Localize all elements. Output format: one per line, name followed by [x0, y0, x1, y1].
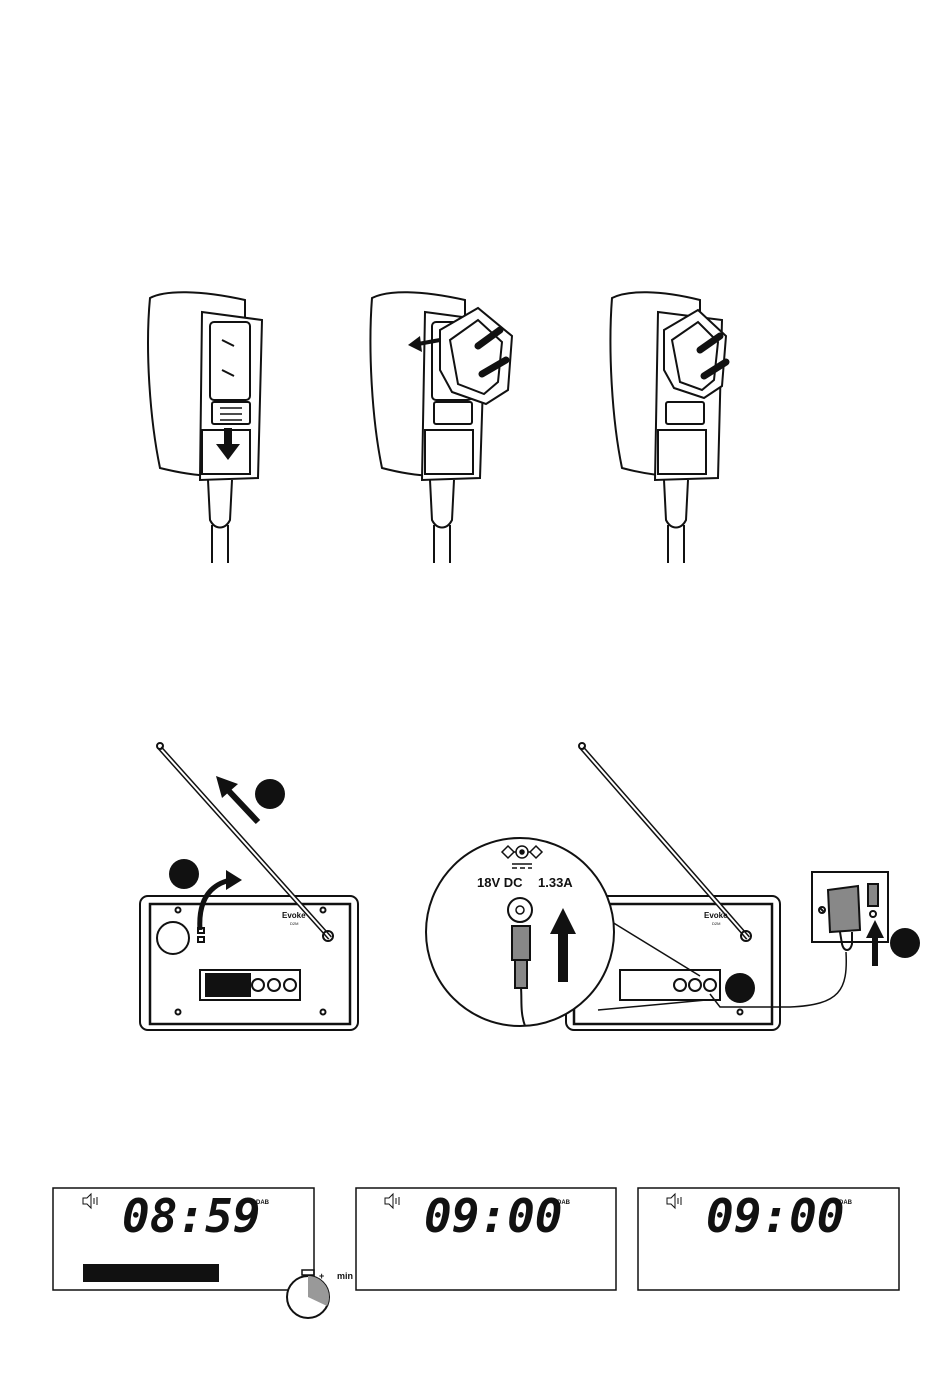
- timer-plus: +: [319, 1271, 324, 1281]
- dc-jack-zoom: [426, 838, 614, 1026]
- band-label-2: DAB: [557, 1200, 571, 1206]
- step-marker-1: [255, 779, 285, 809]
- radio-brand-right: Evoke: [704, 911, 728, 920]
- step-marker-3: [725, 973, 755, 1003]
- adapter-step-attach-plug: [370, 292, 512, 563]
- radio-brand-left: Evoke: [282, 911, 306, 920]
- progress-bar: [83, 1264, 219, 1282]
- clock-time-3: 09:00: [706, 1189, 844, 1243]
- voltage-label: 18V DC: [477, 875, 523, 890]
- step-marker-4: [890, 928, 920, 958]
- clock-time-2: 09:00: [424, 1189, 562, 1243]
- clock-time-1: 08:59: [122, 1189, 260, 1243]
- step-marker-2: [169, 859, 199, 889]
- current-label: 1.33A: [538, 875, 573, 890]
- band-label-3: DAB: [839, 1200, 853, 1206]
- adapter-step-remove-cover: [148, 292, 262, 563]
- radio-model-right: D2M: [712, 921, 720, 926]
- radio-back-left: [140, 743, 358, 1030]
- band-label-1: DAB: [256, 1200, 270, 1206]
- radio-model-left: D2M: [290, 921, 298, 926]
- adapter-step-assembled: [610, 292, 726, 563]
- min-label: min: [337, 1271, 353, 1281]
